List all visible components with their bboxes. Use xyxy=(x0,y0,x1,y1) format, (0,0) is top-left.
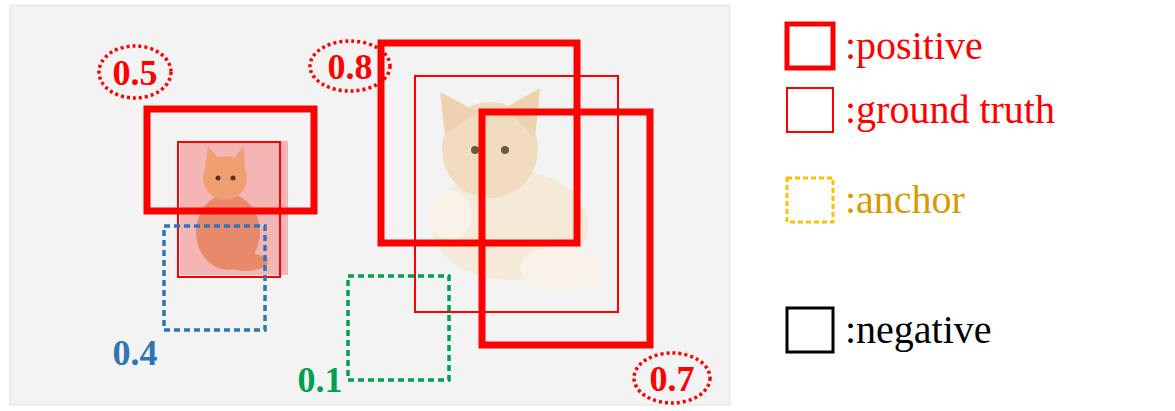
legend-sample xyxy=(787,88,833,132)
score-circle xyxy=(99,46,171,98)
legend-sample xyxy=(787,308,833,352)
score-circle xyxy=(310,41,390,91)
score-label: 0.5 xyxy=(113,55,158,91)
legend-text: :negative xyxy=(845,310,992,350)
score-circle xyxy=(634,353,710,403)
legend-sample xyxy=(787,24,833,68)
positive-box xyxy=(147,109,314,211)
positive-box xyxy=(482,112,650,345)
score-label: 0.7 xyxy=(650,361,695,397)
legend-sample xyxy=(787,178,833,222)
legend-text: :anchor xyxy=(845,180,965,220)
score-label: 0.8 xyxy=(328,49,373,85)
score-label: 0.4 xyxy=(113,335,158,371)
legend-text: :positive xyxy=(845,26,983,66)
anchor-box xyxy=(164,226,265,330)
score-label: 0.1 xyxy=(298,362,343,398)
image-ground xyxy=(10,5,730,405)
legend-text: :ground truth xyxy=(845,90,1055,130)
anchor-box xyxy=(348,276,449,380)
